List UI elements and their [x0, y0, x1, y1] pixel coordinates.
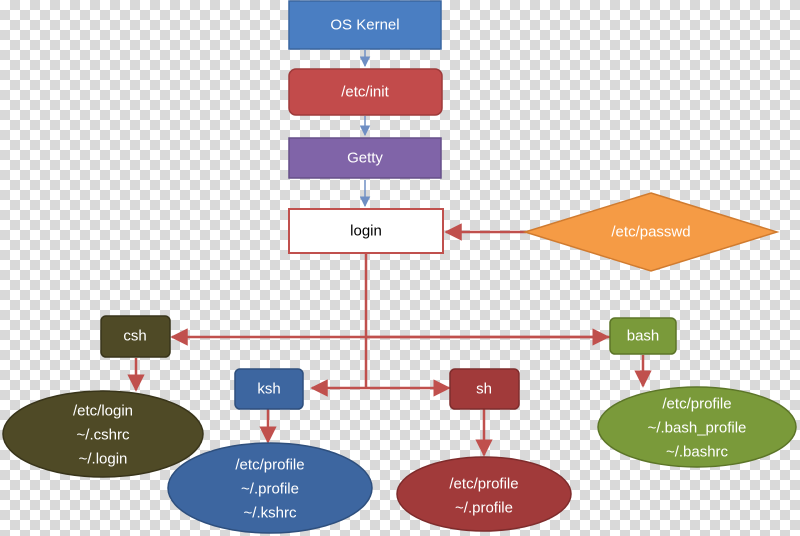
node-ksh-files: /etc/profile ~/.profile ~/.kshrc	[167, 442, 373, 534]
ksh-label: ksh	[257, 381, 280, 398]
ksh-box	[234, 368, 304, 410]
node-sh: sh	[449, 368, 520, 410]
etc-passwd-label: /etc/passwd	[611, 224, 690, 241]
sh-label: sh	[476, 381, 492, 398]
node-bash-files: /etc/profile ~/.bash_profile ~/.bashrc	[597, 386, 797, 468]
csh-label: csh	[123, 328, 146, 345]
csh-files-line-1: /etc/login	[73, 403, 133, 420]
ksh-files-line-3: ~/.kshrc	[244, 505, 297, 522]
node-ksh: ksh	[234, 368, 304, 410]
etc-passwd-diamond	[522, 192, 780, 272]
sh-box	[449, 368, 520, 410]
sh-files-ellipse	[396, 456, 572, 532]
node-bash: bash	[609, 317, 677, 355]
getty-label: Getty	[347, 150, 383, 167]
ksh-files-line-2: ~/.profile	[241, 481, 299, 498]
sh-files-line-2: ~/.profile	[455, 500, 513, 517]
os-kernel-label: OS Kernel	[330, 17, 399, 34]
ksh-files-line-1: /etc/profile	[235, 457, 304, 474]
csh-files-ellipse	[2, 390, 204, 478]
bash-files-ellipse	[597, 386, 797, 468]
bash-files-line-2: ~/.bash_profile	[648, 420, 747, 437]
node-csh: csh	[100, 315, 171, 358]
login-box	[288, 208, 444, 254]
login-label: login	[350, 223, 382, 240]
os-kernel-box	[288, 0, 442, 50]
csh-box	[100, 315, 171, 358]
node-etc-passwd: /etc/passwd	[522, 192, 780, 272]
bash-files-line-3: ~/.bashrc	[666, 444, 729, 461]
etc-init-label: /etc/init	[341, 84, 389, 101]
getty-box	[288, 137, 442, 179]
node-etc-init: /etc/init	[288, 68, 443, 116]
sh-files-line-1: /etc/profile	[449, 476, 518, 493]
bash-box	[609, 317, 677, 355]
node-csh-files: /etc/login ~/.cshrc ~/.login	[2, 390, 204, 478]
bash-label: bash	[627, 328, 660, 345]
node-getty: Getty	[288, 137, 442, 179]
etc-init-box	[288, 68, 443, 116]
bash-files-line-1: /etc/profile	[662, 396, 731, 413]
ksh-files-ellipse	[167, 442, 373, 534]
node-os-kernel: OS Kernel	[288, 0, 442, 50]
csh-files-line-3: ~/.login	[79, 451, 128, 468]
connectors	[127, 50, 652, 457]
csh-files-line-2: ~/.cshrc	[77, 427, 130, 444]
node-login: login	[288, 208, 444, 254]
node-sh-files: /etc/profile ~/.profile	[396, 456, 572, 532]
